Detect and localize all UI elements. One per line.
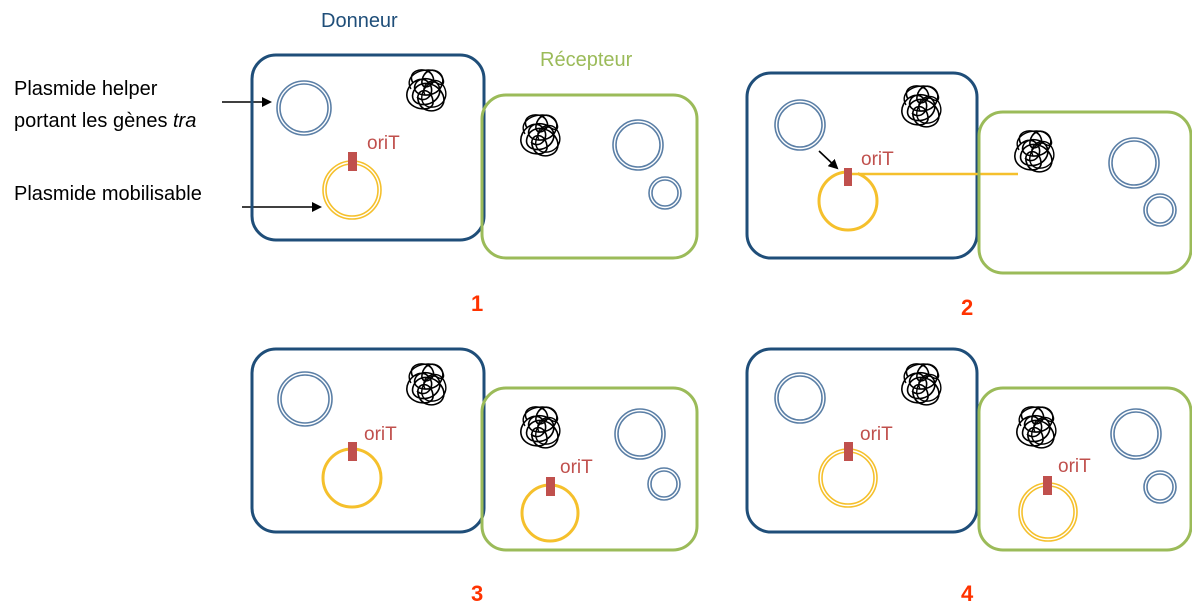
helper-plasmid-icon bbox=[774, 99, 826, 151]
chromosome-icon bbox=[1014, 130, 1055, 173]
chromosome-icon bbox=[901, 85, 942, 128]
panel-4: oriT oriT 4 bbox=[745, 347, 1192, 606]
helper-plasmid-icon bbox=[612, 119, 664, 171]
chromosome-icon bbox=[901, 363, 942, 406]
helper-plasmid-icon bbox=[1110, 408, 1162, 460]
chromosome-icon bbox=[406, 69, 447, 112]
mobilisable-plasmid-label: Plasmide mobilisable bbox=[14, 183, 202, 205]
chromosome-icon bbox=[520, 406, 561, 449]
orit-label: oriT bbox=[367, 133, 400, 154]
helper-plasmid-icon bbox=[614, 408, 666, 460]
orit-label: oriT bbox=[560, 457, 593, 478]
orit-marker bbox=[348, 442, 357, 461]
helper-plasmid-icon bbox=[277, 371, 333, 427]
orit-label: oriT bbox=[364, 424, 397, 445]
orit-label: oriT bbox=[861, 149, 894, 170]
orit-marker bbox=[546, 477, 555, 496]
recipient-cell bbox=[480, 93, 699, 260]
chromosome-icon bbox=[1016, 406, 1057, 449]
recipient-cell bbox=[977, 110, 1192, 275]
donor-cell bbox=[745, 71, 979, 260]
helper-plasmid-label-line2: portant les gènes tra bbox=[14, 110, 196, 132]
orit-marker bbox=[844, 168, 852, 186]
donor-cell bbox=[250, 347, 486, 534]
helper-plasmid-icon bbox=[1108, 137, 1160, 189]
helper-plasmid-icon bbox=[774, 372, 826, 424]
small-plasmid-icon bbox=[647, 467, 681, 501]
chromosome-icon bbox=[406, 363, 447, 406]
small-plasmid-icon bbox=[1143, 193, 1177, 227]
small-plasmid-icon bbox=[648, 176, 682, 210]
orit-marker bbox=[1043, 476, 1052, 495]
orit-label: oriT bbox=[860, 424, 893, 445]
nick-pointer-arrow bbox=[818, 150, 839, 170]
panel-3: oriT oriT 3 bbox=[250, 347, 699, 606]
step-number-4: 4 bbox=[961, 581, 974, 606]
donor-cell bbox=[250, 53, 486, 242]
recipient-cell bbox=[977, 386, 1192, 552]
orit-marker bbox=[348, 152, 357, 171]
panel-1: Donneur Récepteur Plasmide helper portan… bbox=[14, 10, 699, 316]
step-number-2: 2 bbox=[961, 295, 973, 320]
helper-plasmid-icon bbox=[276, 80, 332, 136]
step-number-3: 3 bbox=[471, 581, 483, 606]
helper-plasmid-label-line1: Plasmide helper bbox=[14, 78, 158, 100]
orit-label: oriT bbox=[1058, 456, 1091, 477]
orit-marker bbox=[844, 442, 853, 461]
donor-cell bbox=[745, 347, 979, 534]
panel-2: oriT 2 bbox=[745, 71, 1192, 320]
small-plasmid-icon bbox=[1143, 470, 1177, 504]
chromosome-icon bbox=[520, 114, 561, 157]
step-number-1: 1 bbox=[471, 291, 483, 316]
donor-label: Donneur bbox=[321, 10, 398, 32]
recipient-cell bbox=[480, 386, 699, 552]
recipient-label: Récepteur bbox=[540, 49, 633, 71]
